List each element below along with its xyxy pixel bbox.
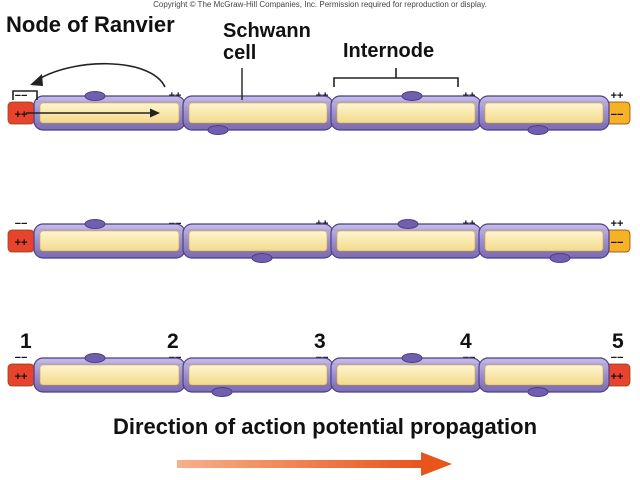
schwann-nucleus-3: [401, 91, 423, 101]
inner-charge-1: ++: [15, 237, 28, 249]
schwann-nucleus-4: [527, 125, 549, 135]
schwann-nucleus-1: [84, 91, 106, 101]
node-bracket: [12, 90, 38, 100]
axon-segment-2: [188, 102, 328, 124]
inner-charge-5: −−: [611, 237, 624, 249]
axon-segment-3: [336, 102, 476, 124]
axon-segment-1: [39, 230, 180, 252]
schwann-cell-label-line2: cell: [223, 42, 257, 64]
axon-segment-1: [39, 364, 180, 386]
axon-segment-2: [188, 230, 328, 252]
copyright-notice: Copyright © The McGraw-Hill Companies, I…: [153, 0, 487, 9]
node-of-ranvier-label: Node of Ranvier: [6, 12, 175, 37]
outer-charge-1: −−: [15, 352, 28, 364]
schwann-nucleus-2: [251, 253, 273, 263]
internode-bracket: [333, 68, 459, 87]
inner-charge-1: ++: [15, 109, 28, 121]
curved-arrowhead: [30, 74, 43, 86]
inner-charge-1: ++: [15, 371, 28, 383]
direction-label: Direction of action potential propagatio…: [112, 414, 538, 439]
axon-row-3: ++−−++−−++−−++−−++−−: [7, 352, 631, 397]
straight-arrowhead: [150, 108, 160, 118]
schwann-nucleus-1: [84, 219, 106, 229]
schwann-nucleus-4: [549, 253, 571, 263]
direction-arrow-shaft: [177, 460, 423, 468]
schwann-nucleus-3: [401, 353, 423, 363]
outer-charge-5: −−: [611, 352, 624, 364]
direction-arrowhead: [421, 452, 452, 476]
inner-charge-5: −−: [611, 109, 624, 121]
schwann-cell-label: Schwann cell: [223, 20, 311, 64]
schwann-nucleus-3: [397, 219, 419, 229]
axon-segment-3: [336, 364, 476, 386]
node-number-3: 3: [314, 330, 326, 353]
annotations: [12, 62, 459, 476]
axon-rows: ++−−−−++−−++−−++−−++++−−++−−−−++−−++−−++…: [7, 90, 631, 397]
schwann-nucleus-2: [211, 387, 233, 397]
schwann-nucleus-2: [207, 125, 229, 135]
schwann-cell-label-line1: Schwann: [223, 20, 311, 42]
schwann-nucleus-1: [84, 353, 106, 363]
axon-segment-3: [336, 230, 476, 252]
node-number-4: 4: [460, 330, 472, 353]
local-current-curved-arrow: [35, 62, 166, 88]
outer-charge-5: ++: [611, 218, 624, 230]
node-number-1: 1: [20, 330, 32, 353]
internode-label: Internode: [343, 40, 435, 62]
axon-row-2: ++−−++−−−−++−−++−−++: [7, 218, 631, 263]
axon-segment-4: [484, 230, 604, 252]
schwann-nucleus-4: [527, 387, 549, 397]
outer-charge-1: −−: [15, 90, 28, 102]
inner-charge-5: ++: [611, 371, 624, 383]
node-number-2: 2: [167, 330, 179, 353]
outer-charge-5: ++: [611, 90, 624, 102]
axon-segment-2: [188, 364, 328, 386]
axon-segment-4: [484, 102, 604, 124]
node-number-5: 5: [612, 330, 624, 353]
outer-charge-1: −−: [15, 218, 28, 230]
axon-segment-4: [484, 364, 604, 386]
